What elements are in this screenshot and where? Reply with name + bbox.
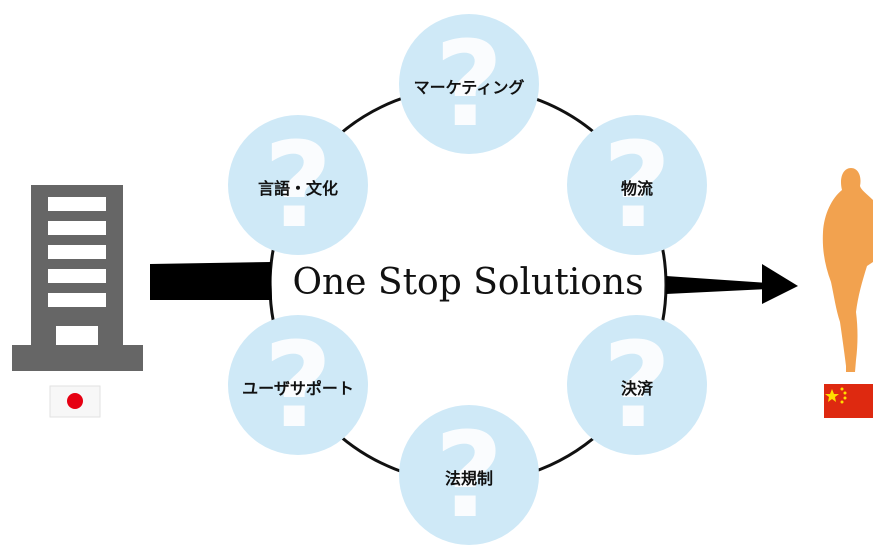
node-label-marketing: マーケティング (413, 78, 525, 97)
node-user-support: ? ユーザサポート (228, 315, 368, 455)
question-mark-icon: ? (263, 116, 333, 254)
building-icon (12, 185, 143, 371)
node-logistics: ? 物流 (567, 115, 707, 255)
question-mark-icon: ? (434, 406, 504, 544)
company-connector (150, 262, 272, 300)
node-label-language-culture: 言語・文化 (257, 179, 338, 198)
node-marketing: ? マーケティング (399, 14, 539, 154)
node-language-culture: ? 言語・文化 (228, 115, 368, 255)
arrow-icon (666, 264, 798, 304)
center-title: One Stop Solutions (292, 262, 644, 303)
node-label-legal: 法規制 (444, 469, 493, 488)
question-mark-icon: ? (263, 316, 333, 454)
china-flag-icon (824, 384, 873, 418)
node-label-user-support: ユーザサポート (242, 379, 354, 398)
node-payment: ? 決済 (567, 315, 707, 455)
question-mark-icon: ? (602, 116, 672, 254)
question-mark-icon: ? (434, 15, 504, 153)
node-label-payment: 決済 (620, 379, 653, 398)
node-legal: ? 法規制 (399, 405, 539, 545)
japan-flag-icon (49, 385, 101, 418)
person-silhouette-icon (822, 168, 873, 372)
question-mark-icon: ? (602, 316, 672, 454)
node-label-logistics: 物流 (620, 179, 653, 198)
